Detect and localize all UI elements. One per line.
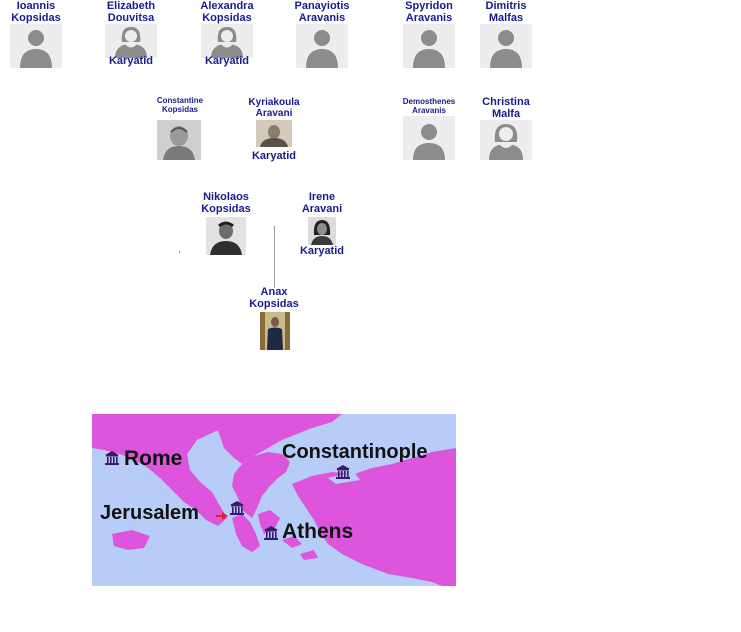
portrait-sketch-image xyxy=(157,120,201,160)
arrow-icon xyxy=(216,512,228,520)
first-name: Anax xyxy=(260,286,288,298)
temple-icon[interactable] xyxy=(336,465,350,479)
portrait-photo-image xyxy=(206,217,246,255)
person-name: Elizabeth Douvitsa xyxy=(101,0,161,25)
first-name: Dimitris xyxy=(485,0,527,12)
first-name: Ioannis xyxy=(16,0,56,12)
person-card-kyriakoula[interactable]: Kyriakoula Aravani Karyatid xyxy=(244,96,304,166)
first-name: Christina xyxy=(482,96,530,108)
person-name: Constantine Kopsidas xyxy=(150,96,210,115)
first-name: Panayiotis xyxy=(294,0,350,12)
person-card-ioannis[interactable]: Ioannis Kopsidas xyxy=(6,0,66,68)
person-name: Spyridon Aravanis xyxy=(399,0,459,25)
last-name: Aravanis xyxy=(412,105,446,115)
stray-dot xyxy=(179,251,180,253)
last-name: Malfas xyxy=(488,12,524,25)
person-name: Dimitris Malfas xyxy=(476,0,536,25)
person-card-irene[interactable]: Irene Aravani Karyatid xyxy=(292,191,352,261)
karyatid-badge: Karyatid xyxy=(204,55,250,67)
last-name: Aravanis xyxy=(405,12,453,25)
female-silhouette-icon xyxy=(480,120,532,160)
female-silhouette-icon xyxy=(201,24,253,58)
first-name: Constantine xyxy=(156,96,204,105)
last-name: Kopsidas xyxy=(202,12,252,25)
portrait-photo-image xyxy=(308,217,336,245)
person-card-nikolaos[interactable]: Nikolaos Kopsidas xyxy=(196,191,256,257)
male-silhouette-icon xyxy=(10,24,62,68)
last-name: Malfa xyxy=(491,108,521,121)
first-name: Kyriakoula xyxy=(248,97,300,108)
temple-icon[interactable] xyxy=(230,501,244,515)
first-name: Demosthenes xyxy=(402,97,456,106)
male-silhouette-icon xyxy=(480,24,532,68)
person-name: Kyriakoula Aravani xyxy=(244,97,304,119)
person-card-dimitris[interactable]: Dimitris Malfas xyxy=(476,0,536,68)
last-name: Kopsidas xyxy=(11,12,61,25)
person-name: Nikolaos Kopsidas xyxy=(196,191,256,216)
temple-icon[interactable] xyxy=(264,526,278,540)
person-card-spyridon[interactable]: Spyridon Aravanis xyxy=(399,0,459,68)
male-silhouette-icon xyxy=(296,24,348,68)
person-card-demosthenes[interactable]: Demosthenes Aravanis xyxy=(399,96,459,162)
last-name: Douvitsa xyxy=(107,12,155,25)
last-name: Kopsidas xyxy=(249,298,299,311)
person-name: Demosthenes Aravanis xyxy=(399,97,459,116)
last-name: Kopsidas xyxy=(161,104,198,114)
map-label-constantinople: Constantinople xyxy=(282,441,428,463)
last-name: Kopsidas xyxy=(201,203,251,216)
portrait-photo-image xyxy=(260,312,290,350)
map-label-jerusalem: Jerusalem xyxy=(100,502,199,524)
karyatid-badge: Karyatid xyxy=(108,55,154,67)
person-name: Panayiotis Aravanis xyxy=(292,0,352,25)
person-card-anax[interactable]: Anax Kopsidas xyxy=(244,286,304,352)
descent-line xyxy=(274,226,275,288)
person-name: Christina Malfa xyxy=(476,96,536,121)
person-card-panayiotis[interactable]: Panayiotis Aravanis xyxy=(292,0,352,68)
temple-icon[interactable] xyxy=(105,451,119,465)
map-label-athens: Athens xyxy=(282,520,354,543)
person-card-elizabeth[interactable]: Elizabeth Douvitsa Karyatid xyxy=(101,0,161,70)
person-card-constantine[interactable]: Constantine Kopsidas xyxy=(150,96,210,162)
last-name: Aravani xyxy=(301,203,343,216)
person-name: Anax Kopsidas xyxy=(244,286,304,311)
person-name: Ioannis Kopsidas xyxy=(6,0,66,25)
person-name: Alexandra Kopsidas xyxy=(197,0,257,25)
male-silhouette-icon xyxy=(403,116,455,160)
karyatid-badge: Karyatid xyxy=(299,245,345,257)
person-card-alexandra[interactable]: Alexandra Kopsidas Karyatid xyxy=(197,0,257,70)
person-name: Irene Aravani xyxy=(292,191,352,216)
map-label-rome: Rome xyxy=(124,447,183,470)
last-name: Aravani xyxy=(255,108,293,120)
ancient-map: Rome Constantinople Jerusalem Athens xyxy=(92,414,456,586)
portrait-photo-image xyxy=(256,120,292,147)
person-card-christina[interactable]: Christina Malfa xyxy=(476,96,536,162)
female-silhouette-icon xyxy=(105,24,157,58)
first-name: Irene xyxy=(308,191,336,203)
first-name: Elizabeth xyxy=(106,0,156,12)
last-name: Aravanis xyxy=(298,12,346,25)
male-silhouette-icon xyxy=(403,24,455,68)
karyatid-badge: Karyatid xyxy=(251,150,297,162)
first-name: Nikolaos xyxy=(203,191,249,203)
first-name: Alexandra xyxy=(200,0,254,12)
first-name: Spyridon xyxy=(405,0,453,12)
